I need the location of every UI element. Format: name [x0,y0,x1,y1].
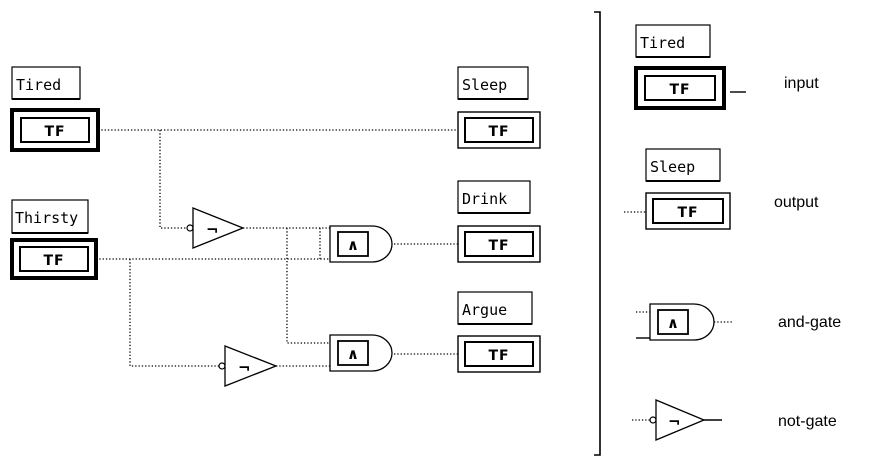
legend-output-tf: TF [677,205,698,221]
legend-input-label: Tired [640,34,685,52]
legend-not-gate: ¬ not-gate [632,399,837,441]
output-sleep-tf: TF [488,124,509,140]
input-tired-tf: TF [44,124,65,140]
legend-output-caption: output [774,194,819,211]
legend-not-symbol: ¬ [668,413,681,431]
input-thirsty-tf: TF [43,253,64,269]
legend-and-caption: and-gate [778,314,841,331]
output-drink-tf: TF [488,238,509,254]
not-gate-1[interactable]: ¬ [186,207,245,249]
and-gate-1-symbol: ∧ [347,236,359,254]
and-gate-2-symbol: ∧ [347,345,359,363]
and-gate-2[interactable]: ∧ [329,334,393,372]
output-drink[interactable]: Drink TF [457,180,541,263]
input-tired[interactable]: Tired TF [10,66,100,152]
output-sleep[interactable]: Sleep TF [457,66,541,149]
output-sleep-label: Sleep [462,76,507,94]
input-tired-label: Tired [16,76,61,94]
wire-tired-not1 [159,130,187,229]
output-argue[interactable]: Argue TF [457,291,541,373]
legend-input-tf: TF [669,82,690,98]
legend-input-caption: input [784,75,819,92]
output-drink-label: Drink [462,190,507,208]
output-argue-tf: TF [488,348,509,364]
output-argue-label: Argue [462,301,507,319]
legend-bracket [594,11,601,456]
not-gate-2-symbol: ¬ [238,359,251,377]
input-thirsty-label: Thirsty [15,209,78,227]
wires [96,129,458,367]
wire-thirsty-not2 [129,259,219,367]
wire-not1-and2 [286,228,330,344]
legend-and-symbol: ∧ [667,314,679,332]
legend-input: Tired TF input [634,24,819,110]
and-gate-1[interactable]: ∧ [329,225,393,263]
legend-output: Sleep TF output [624,148,819,230]
legend-output-label: Sleep [650,158,695,176]
legend-not-caption: not-gate [778,413,837,430]
legend-and-gate: ∧ and-gate [636,303,841,341]
not-gate-1-symbol: ¬ [206,221,219,239]
not-gate-2[interactable]: ¬ [218,345,278,387]
input-thirsty[interactable]: Thirsty TF [10,199,98,280]
